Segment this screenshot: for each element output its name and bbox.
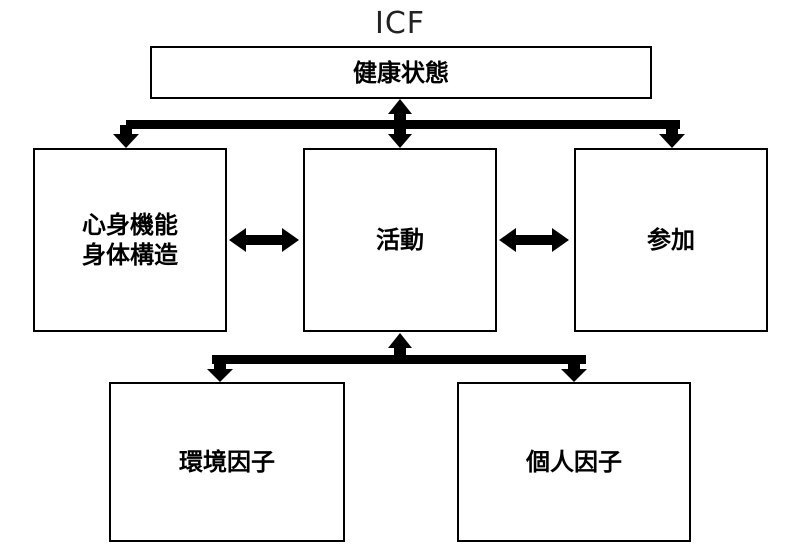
body-arrowhead-down [113, 134, 139, 148]
diagram-title: ICF [374, 6, 426, 41]
right-horizontal-shaft [514, 235, 554, 245]
participation-label: 参加 [647, 226, 695, 254]
activity-box: 活動 [303, 148, 497, 332]
environmental-factors-box: 環境因子 [109, 382, 345, 542]
lower-vertical-shaft [394, 346, 406, 360]
personal-factors-label: 個人因子 [526, 448, 622, 476]
personal-factors-box: 個人因子 [457, 382, 691, 542]
personal-arrowhead-down [561, 369, 587, 382]
right-stub [666, 125, 678, 135]
participation-arrowhead-down [659, 134, 685, 148]
upper-connector-bar [126, 120, 680, 129]
body-function-structure-box: 心身機能 身体構造 [33, 148, 227, 332]
right-arrowhead-left [499, 228, 516, 252]
health-condition-label: 健康状態 [353, 58, 449, 87]
activity-arrowhead-up [388, 333, 412, 348]
environmental-factors-label: 環境因子 [179, 448, 275, 476]
participation-box: 参加 [574, 148, 768, 332]
health-vertical-shaft [394, 112, 406, 136]
right-arrowhead-right [552, 228, 569, 252]
lower-connector-bar [212, 355, 586, 364]
left-stub [120, 125, 132, 135]
personal-stub [568, 360, 580, 370]
health-arrowhead-up [388, 99, 412, 114]
health-condition-box: 健康状態 [150, 46, 652, 99]
body-structure-label: 身体構造 [82, 241, 178, 269]
env-stub [214, 360, 226, 370]
left-arrowhead-right [282, 228, 299, 252]
health-arrowhead-down [388, 134, 412, 148]
left-arrowhead-left [229, 228, 246, 252]
left-horizontal-shaft [244, 235, 284, 245]
env-arrowhead-down [207, 369, 233, 382]
body-function-label: 心身機能 [82, 211, 178, 239]
activity-label: 活動 [376, 226, 424, 254]
